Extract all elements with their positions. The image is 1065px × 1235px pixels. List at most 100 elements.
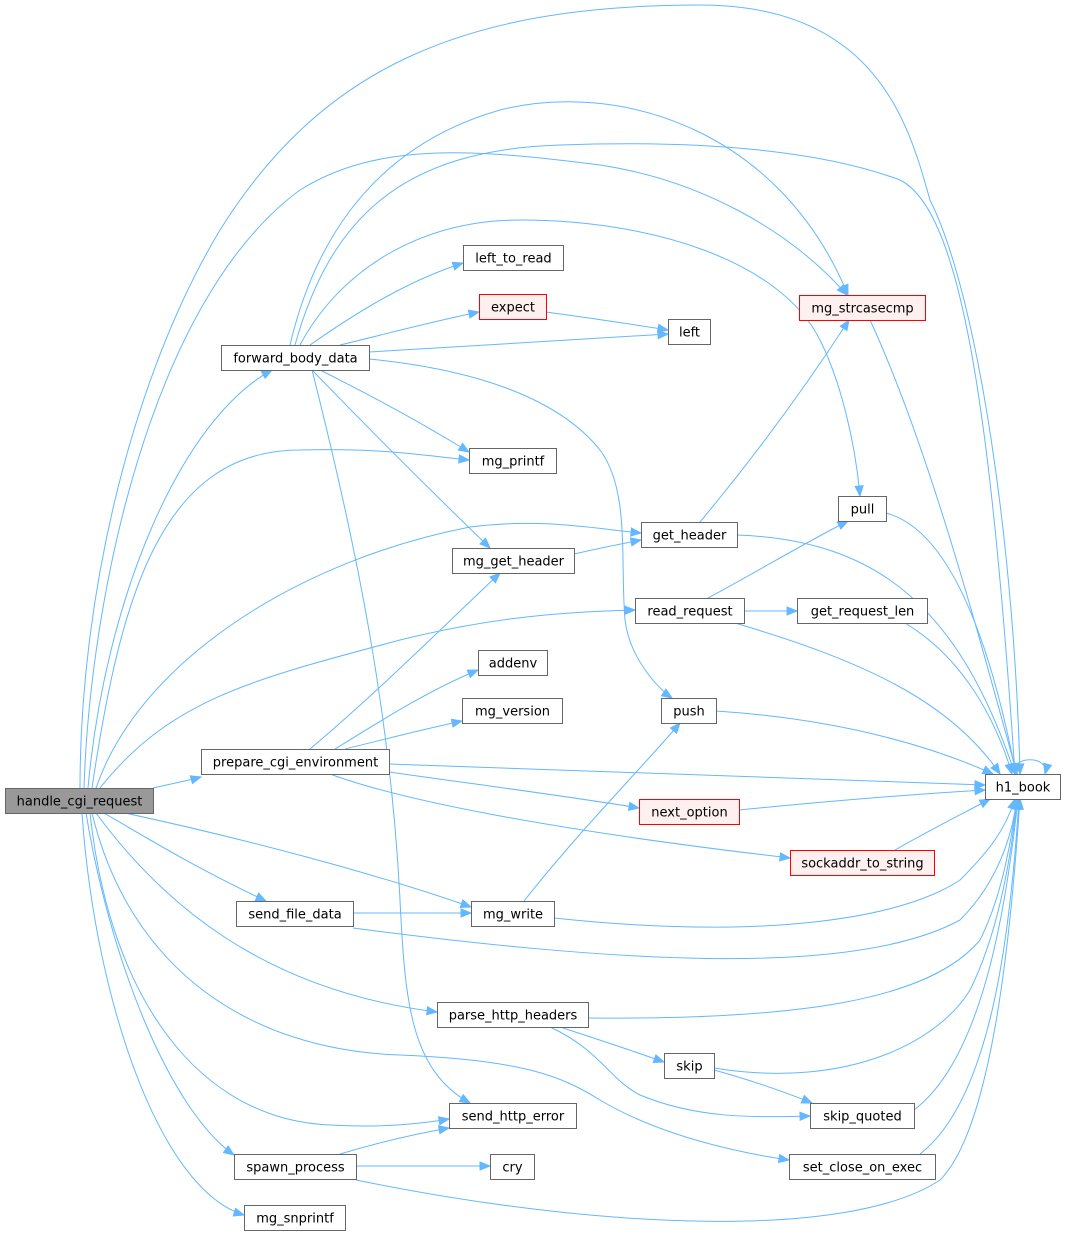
node-box[interactable] xyxy=(639,799,740,825)
edge-line xyxy=(587,798,1018,1019)
node-read-request[interactable]: read_request xyxy=(635,598,745,624)
node-get-header[interactable]: get_header xyxy=(641,522,738,548)
edge-arrowhead xyxy=(629,537,643,547)
edge-line xyxy=(545,311,669,331)
node-box[interactable] xyxy=(797,598,928,624)
node-mg-version[interactable]: mg_version xyxy=(462,698,563,724)
edge-arrowhead xyxy=(652,1054,666,1063)
node-box[interactable] xyxy=(789,1154,936,1180)
node-skip[interactable]: skip xyxy=(664,1053,715,1079)
edge-line xyxy=(309,572,501,750)
node-sockaddr-to-string[interactable]: sockaddr_to_string xyxy=(790,850,935,876)
edge-forward_body_data-to-mg_get_header xyxy=(311,369,491,549)
edge-handle_cgi_request-to-spawn_process xyxy=(85,812,236,1156)
node-box[interactable] xyxy=(449,1103,577,1129)
node-box[interactable] xyxy=(479,294,547,320)
node-box[interactable] xyxy=(799,295,926,321)
node-box[interactable] xyxy=(221,345,370,371)
edge-skip-to-skip_quoted xyxy=(713,1069,814,1104)
node-pull[interactable]: pull xyxy=(838,496,887,522)
node-label: h1_book xyxy=(996,781,1051,796)
edge-forward_body_data-to-send_http_error xyxy=(311,369,472,1104)
edge-line xyxy=(713,1069,813,1104)
edge-line xyxy=(352,798,1018,960)
node-left-to-read[interactable]: left_to_read xyxy=(463,245,564,271)
edge-line xyxy=(85,812,235,1156)
node-box[interactable] xyxy=(201,749,390,775)
edge-handle_cgi_request-to-parse_http_headers xyxy=(95,812,439,1016)
node-next-option[interactable]: next_option xyxy=(639,799,740,825)
edge-arrowhead xyxy=(978,798,992,809)
node-box[interactable] xyxy=(985,774,1061,800)
node-box[interactable] xyxy=(490,1154,535,1180)
node-send-http-error[interactable]: send_http_error xyxy=(449,1103,577,1129)
node-handle-cgi-request[interactable]: handle_cgi_request xyxy=(5,788,154,814)
node-addenv[interactable]: addenv xyxy=(478,650,548,676)
node-label: addenv xyxy=(489,657,538,672)
edge-line xyxy=(699,319,850,523)
edge-line xyxy=(319,369,470,453)
node-label: skip xyxy=(676,1060,702,1075)
node-box[interactable] xyxy=(469,448,557,474)
node-box[interactable] xyxy=(234,1154,357,1180)
node-forward-body-data[interactable]: forward_body_data xyxy=(221,345,370,371)
edge-arrowhead xyxy=(425,1006,439,1016)
node-box[interactable] xyxy=(661,698,717,724)
edge-handle_cgi_request-to-read_request xyxy=(99,605,637,789)
node-box[interactable] xyxy=(244,1205,346,1231)
node-left[interactable]: left xyxy=(668,319,711,345)
node-cry[interactable]: cry xyxy=(490,1154,535,1180)
edge-arrowhead xyxy=(854,485,864,498)
edge-line xyxy=(124,812,472,908)
edge-line xyxy=(553,798,1016,928)
edge-skip_quoted-to-h1_book xyxy=(913,797,1022,1111)
node-box[interactable] xyxy=(478,650,548,676)
edge-line xyxy=(289,101,849,346)
node-box[interactable] xyxy=(437,1002,589,1028)
node-box[interactable] xyxy=(664,1053,715,1079)
node-box[interactable] xyxy=(838,496,887,522)
node-parse-http-headers[interactable]: parse_http_headers xyxy=(437,1002,589,1028)
node-box[interactable] xyxy=(810,1103,915,1129)
edge-line xyxy=(904,622,1013,775)
node-mg-get-header[interactable]: mg_get_header xyxy=(452,548,575,574)
node-box[interactable] xyxy=(236,901,354,927)
edge-line xyxy=(81,812,245,1216)
node-send-file-data[interactable]: send_file_data xyxy=(236,901,354,927)
node-set-close-on-exec[interactable]: set_close_on_exec xyxy=(789,1154,936,1180)
node-mg-printf[interactable]: mg_printf xyxy=(469,448,557,474)
node-box[interactable] xyxy=(452,548,575,574)
node-spawn-process[interactable]: spawn_process xyxy=(234,1154,357,1180)
edge-arrowhead xyxy=(990,762,1001,776)
edge-line xyxy=(329,773,791,859)
edge-handle_cgi_request-to-set_close_on_exec xyxy=(91,812,791,1164)
edge-line xyxy=(885,512,1017,775)
edge-parse_http_headers-to-h1_book xyxy=(587,797,1021,1019)
node-mg-snprintf[interactable]: mg_snprintf xyxy=(244,1205,346,1231)
node-expect[interactable]: expect xyxy=(479,294,547,320)
node-skip-quoted[interactable]: skip_quoted xyxy=(810,1103,915,1129)
node-box[interactable] xyxy=(635,598,745,624)
node-box[interactable] xyxy=(668,319,711,345)
edge-prepare_cgi_environment-to-addenv xyxy=(334,669,480,750)
edge-line xyxy=(309,262,464,346)
edge-line xyxy=(549,1026,811,1118)
node-box[interactable] xyxy=(790,850,935,876)
node-push[interactable]: push xyxy=(661,698,717,724)
node-label: handle_cgi_request xyxy=(17,795,143,810)
node-get-request-len[interactable]: get_request_len xyxy=(797,598,928,624)
edge-line xyxy=(299,219,861,497)
node-mg-write[interactable]: mg_write xyxy=(471,901,555,927)
node-box[interactable] xyxy=(471,901,555,927)
edge-line xyxy=(89,812,450,1127)
node-box[interactable] xyxy=(463,245,564,271)
node-h1-book[interactable]: h1_book xyxy=(985,774,1061,800)
edge-line xyxy=(311,369,491,549)
edge-line xyxy=(344,720,463,750)
node-box[interactable] xyxy=(641,522,738,548)
node-box[interactable] xyxy=(462,698,563,724)
edge-arrowhead xyxy=(189,775,203,785)
node-mg-strcasecmp[interactable]: mg_strcasecmp xyxy=(799,295,926,321)
node-prepare-cgi-environment[interactable]: prepare_cgi_environment xyxy=(201,749,390,775)
node-box[interactable] xyxy=(5,788,154,814)
